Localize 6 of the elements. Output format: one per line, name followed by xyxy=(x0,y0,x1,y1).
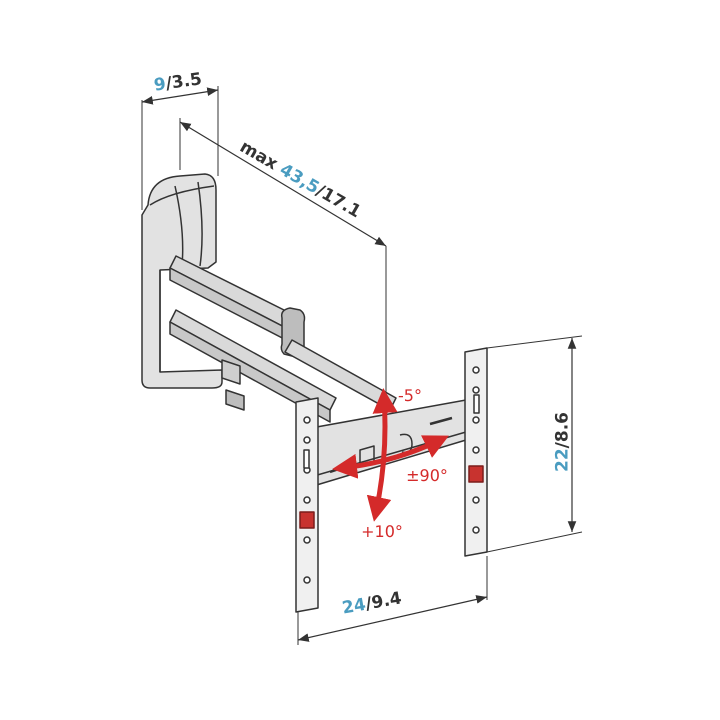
dimension-label: 22/8.6 xyxy=(554,412,572,472)
angle-label: +10° xyxy=(361,524,403,540)
angle-label: -5° xyxy=(398,388,422,404)
angle-label: ±90° xyxy=(406,468,448,484)
dimension-label: 24/9.4 xyxy=(340,590,404,618)
dimension-label: 9/3.5 xyxy=(152,71,204,95)
